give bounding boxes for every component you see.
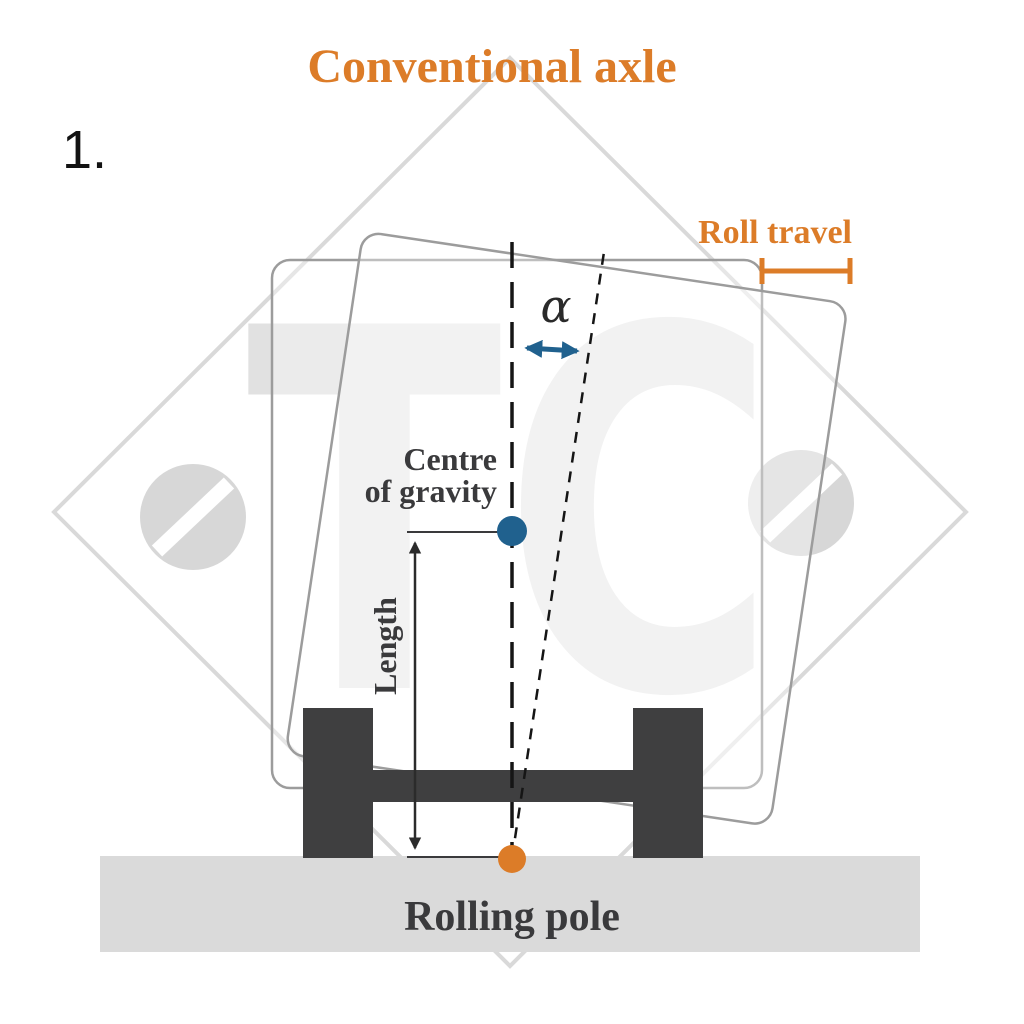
page-title: Conventional axle bbox=[307, 40, 676, 93]
centre-of-gravity-dot bbox=[497, 516, 527, 546]
length-label: Length bbox=[367, 597, 403, 695]
alpha-angle-arrow bbox=[524, 339, 580, 360]
step-number: 1. bbox=[62, 120, 107, 180]
rolling-pole-dot bbox=[498, 845, 526, 873]
alpha-label: α bbox=[540, 279, 571, 333]
watermark-diamond bbox=[51, 55, 969, 969]
roll-axis-tilted-line bbox=[510, 251, 606, 859]
roll-travel-label: Roll travel bbox=[698, 214, 852, 251]
centre-of-gravity-label-line1: Centre bbox=[403, 441, 497, 477]
centre-of-gravity-label-line2: of gravity bbox=[365, 473, 497, 509]
rolling-pole-label: Rolling pole bbox=[404, 894, 620, 940]
watermark-screw-right-slash bbox=[759, 463, 843, 543]
axle-beam bbox=[340, 770, 670, 802]
axle-group bbox=[303, 708, 703, 858]
watermark-screw-left-slash bbox=[151, 477, 235, 557]
wheel-left bbox=[303, 708, 373, 858]
wheel-right bbox=[633, 708, 703, 858]
roll-travel-bracket bbox=[759, 258, 853, 284]
length-dimension-group: Length bbox=[367, 531, 500, 858]
